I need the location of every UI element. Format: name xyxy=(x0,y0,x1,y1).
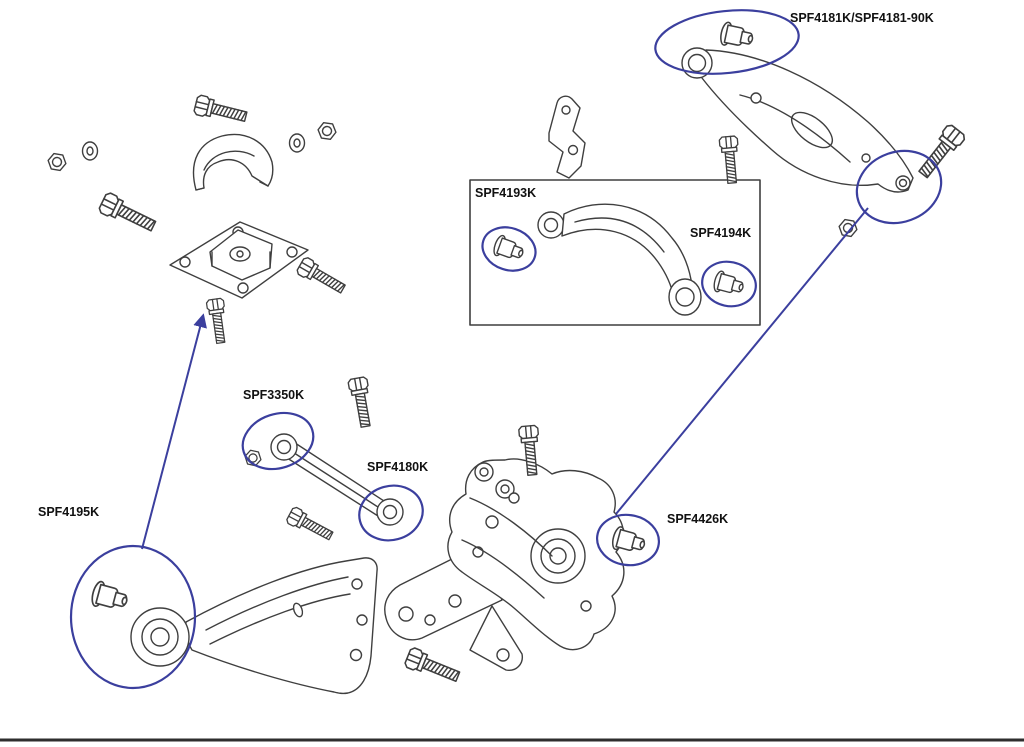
circle-spf4180 xyxy=(358,484,424,542)
nut-drawing xyxy=(46,152,68,172)
part-label-spf4195: SPF4195K xyxy=(38,505,100,519)
circle-spf3350 xyxy=(241,411,315,471)
annotation-layer xyxy=(69,9,943,690)
circle-spf4193 xyxy=(481,226,537,272)
mount-cover-drawing xyxy=(192,133,274,191)
part-label-spf4181: SPF4181K/SPF4181-90K xyxy=(790,11,934,25)
circle-arm-tip xyxy=(855,149,943,225)
washer-drawing xyxy=(81,141,99,161)
part-label-spf4194: SPF4194K xyxy=(690,226,752,240)
bushing-drawing xyxy=(718,20,756,52)
bolt-drawing xyxy=(403,646,463,688)
nut-drawing xyxy=(316,121,338,141)
bolt-drawing xyxy=(295,255,349,298)
leader-line-spf4426 xyxy=(615,207,869,515)
bolt-drawing xyxy=(97,190,159,237)
circle-spf4195 xyxy=(69,544,197,690)
part-label-spf4426: SPF4426K xyxy=(667,512,729,526)
knuckle-drawing xyxy=(284,424,648,688)
toe-link-drawing xyxy=(242,375,404,526)
mount-hardware-drawing xyxy=(46,93,349,345)
circle-spf4194 xyxy=(701,260,757,308)
bolt-drawing xyxy=(718,135,742,185)
trailing-arm-drawing xyxy=(89,557,378,695)
mount-bracket-drawing xyxy=(169,221,309,299)
circle-spf4426 xyxy=(596,513,660,567)
part-label-spf3350: SPF3350K xyxy=(243,388,305,402)
arrow-spf4195-location xyxy=(141,313,207,550)
washer-drawing xyxy=(288,133,306,153)
part-label-spf4193: SPF4193K xyxy=(475,186,537,200)
circle-spf4181-bushing xyxy=(654,9,800,75)
bolt-drawing xyxy=(284,505,336,545)
nut-drawing xyxy=(837,218,859,238)
bolt-drawing xyxy=(205,297,230,345)
hanger-bracket-drawing xyxy=(548,95,742,185)
line-art-layer xyxy=(46,20,968,695)
bolt-drawing xyxy=(347,375,376,429)
bushing-drawing xyxy=(89,579,131,615)
part-label-spf4180: SPF4180K xyxy=(367,460,429,474)
rear-upper-arm-drawing xyxy=(681,20,968,238)
bolt-drawing xyxy=(192,93,249,128)
